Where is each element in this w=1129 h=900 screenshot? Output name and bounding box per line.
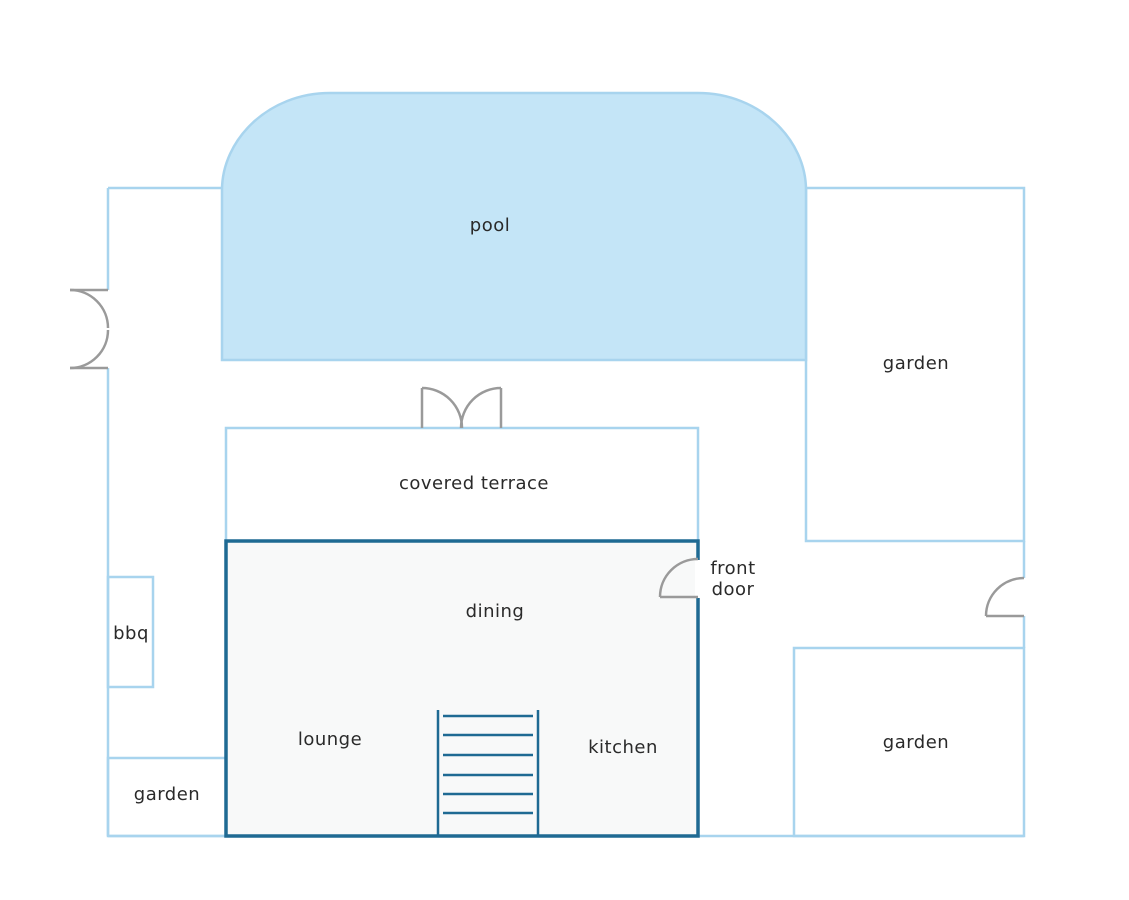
garden-bottom-left-label: garden [134,784,200,805]
covered-terrace-label: covered terrace [399,473,549,494]
garden-right-bottom-area [792,646,1026,838]
door-swing-arc [984,576,1025,617]
lounge-label: lounge [298,729,362,750]
garden-right-top-area [804,186,1026,543]
bbq-area [106,575,155,689]
left-double-door [69,288,110,370]
front-door-label-line2: door [712,579,755,600]
front-door [658,557,701,599]
house-interior [224,539,700,838]
terrace-double-door [420,386,503,429]
door-swing-arc [459,386,502,429]
door-swing-arc [69,288,110,329]
dining-label: dining [466,601,525,622]
door-swing-arc [69,329,110,370]
right-gate-door [984,576,1025,618]
front-door-label-line1: front [710,558,755,579]
door-swing-arc [421,386,464,429]
pool-area [220,91,808,362]
kitchen-label: kitchen [588,737,658,758]
bbq-label: bbq [113,623,149,644]
garden-right-top-label: garden [883,353,949,374]
staircase [436,710,540,836]
door-swing-arc [658,557,699,598]
pool-label: pool [470,215,510,236]
garden-right-bottom-label: garden [883,732,949,753]
